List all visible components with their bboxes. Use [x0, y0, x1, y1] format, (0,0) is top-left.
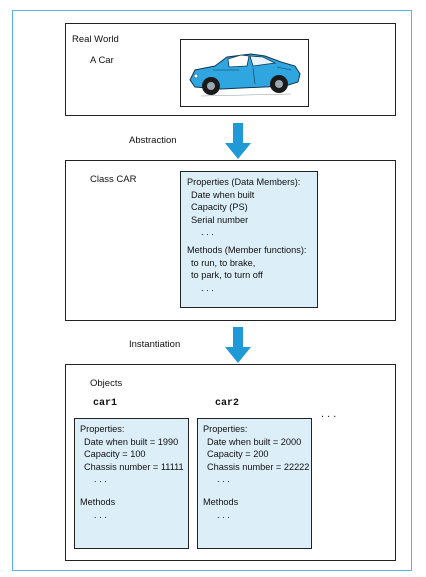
ellipsis: . . . — [201, 227, 214, 238]
methods-heading: Methods (Member functions): — [187, 244, 307, 255]
car2-object-box: Properties: Date when built = 2000 Capac… — [197, 418, 312, 549]
abstraction-label: Abstraction — [129, 135, 177, 146]
car1-object-box: Properties: Date when built = 1990 Capac… — [74, 418, 189, 549]
properties-heading: Properties (Data Members): — [187, 177, 301, 187]
method-item: to park, to turn off — [191, 270, 263, 281]
instance-name: car2 — [215, 398, 240, 409]
down-arrow-icon — [225, 327, 251, 363]
instance-name: car1 — [93, 398, 118, 409]
objects-title: Objects — [90, 378, 123, 389]
method-item: to run, to brake, — [191, 257, 256, 268]
class-title: Class CAR — [90, 174, 137, 185]
property-value: Capacity = 100 — [84, 449, 146, 460]
down-arrow-icon — [225, 123, 251, 159]
ellipsis: . . . — [217, 474, 230, 485]
property-item: Date when built — [191, 189, 255, 200]
car-icon — [189, 53, 301, 97]
property-value: Chassis number = 11111 — [84, 461, 184, 472]
property-value: Chassis number = 22222 — [207, 461, 310, 472]
class-car-box: Class CAR Properties (Data Members): Dat… — [65, 160, 396, 321]
property-value: Date when built = 1990 — [84, 436, 179, 447]
more-instances-ellipsis: . . . — [321, 408, 337, 420]
ellipsis: . . . — [94, 474, 107, 485]
methods-heading: Methods — [203, 496, 239, 507]
property-value: Date when built = 2000 — [207, 436, 302, 447]
class-members-box: Properties (Data Members): Date when bui… — [180, 171, 318, 308]
car-image-frame — [180, 39, 309, 107]
real-world-box: Real World A Car — [65, 23, 396, 116]
property-item: Capacity (PS) — [191, 202, 248, 213]
ellipsis: . . . — [217, 509, 230, 520]
ellipsis: . . . — [94, 509, 107, 520]
methods-heading: Methods — [80, 496, 116, 507]
properties-heading: Properties: — [203, 424, 248, 434]
property-item: Serial number — [191, 214, 249, 225]
car-label: A Car — [90, 55, 114, 66]
real-world-title: Real World — [72, 34, 119, 45]
figure-frame: Real World A Car — [12, 10, 412, 571]
property-value: Capacity = 200 — [207, 449, 269, 460]
properties-heading: Properties: — [80, 424, 125, 434]
ellipsis: . . . — [201, 282, 214, 293]
instantiation-label: Instantiation — [129, 339, 181, 350]
objects-box: Objects car1 car2 . . . Properties: Date… — [65, 364, 396, 561]
